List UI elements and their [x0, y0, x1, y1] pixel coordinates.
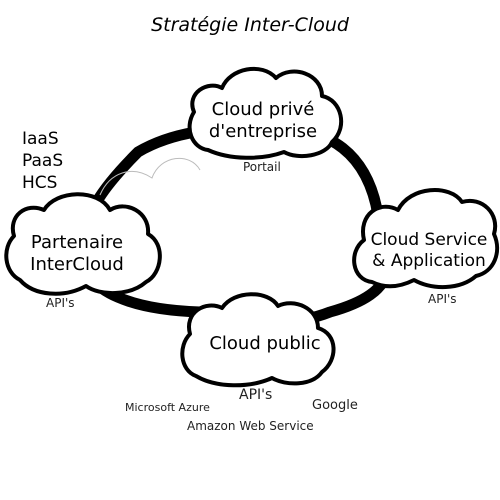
provider-google: Google — [312, 398, 358, 413]
cloud-partner-label: Partenaire InterCloud — [8, 232, 146, 276]
cloud-public-sublabel: API's — [239, 387, 273, 403]
cloud-partner-shape — [4, 192, 162, 296]
cloud-private-sublabel: Portail — [243, 160, 281, 174]
cloud-partner-line1: Partenaire — [30, 232, 124, 253]
service-model-hcs: HCS — [22, 173, 58, 194]
service-model-paas: PaaS — [22, 151, 64, 172]
cloud-private-label: Cloud privé d'entreprise — [188, 99, 338, 143]
cloud-private-line2: d'entreprise — [208, 120, 318, 142]
provider-microsoft-azure: Microsoft Azure — [125, 401, 210, 414]
cloud-service-label: Cloud Service & Application — [358, 230, 500, 271]
cloud-private-shape — [187, 67, 343, 160]
ghost-cloud-outline — [99, 157, 201, 196]
service-model-iaas: IaaS — [22, 129, 59, 149]
service-models-list: IaaS PaaS HCS — [22, 128, 63, 194]
cloud-public-line1: Cloud public — [209, 333, 321, 354]
cloud-service-shape — [352, 188, 500, 290]
cloud-public-label: Cloud public — [190, 333, 340, 355]
cloud-partner-line2: InterCloud — [30, 253, 124, 275]
cloud-public-shape — [180, 292, 336, 388]
provider-amazon-web-service: Amazon Web Service — [187, 419, 314, 433]
cloud-service-line2: & Application — [372, 250, 486, 271]
cloud-service-line1: Cloud Service — [370, 230, 488, 250]
cloud-service-sublabel: API's — [428, 292, 457, 306]
diagram-title: Stratégie Inter-Cloud — [151, 14, 349, 36]
cloud-private-line1: Cloud privé — [211, 99, 315, 120]
cloud-partner-sublabel: API's — [46, 296, 75, 310]
